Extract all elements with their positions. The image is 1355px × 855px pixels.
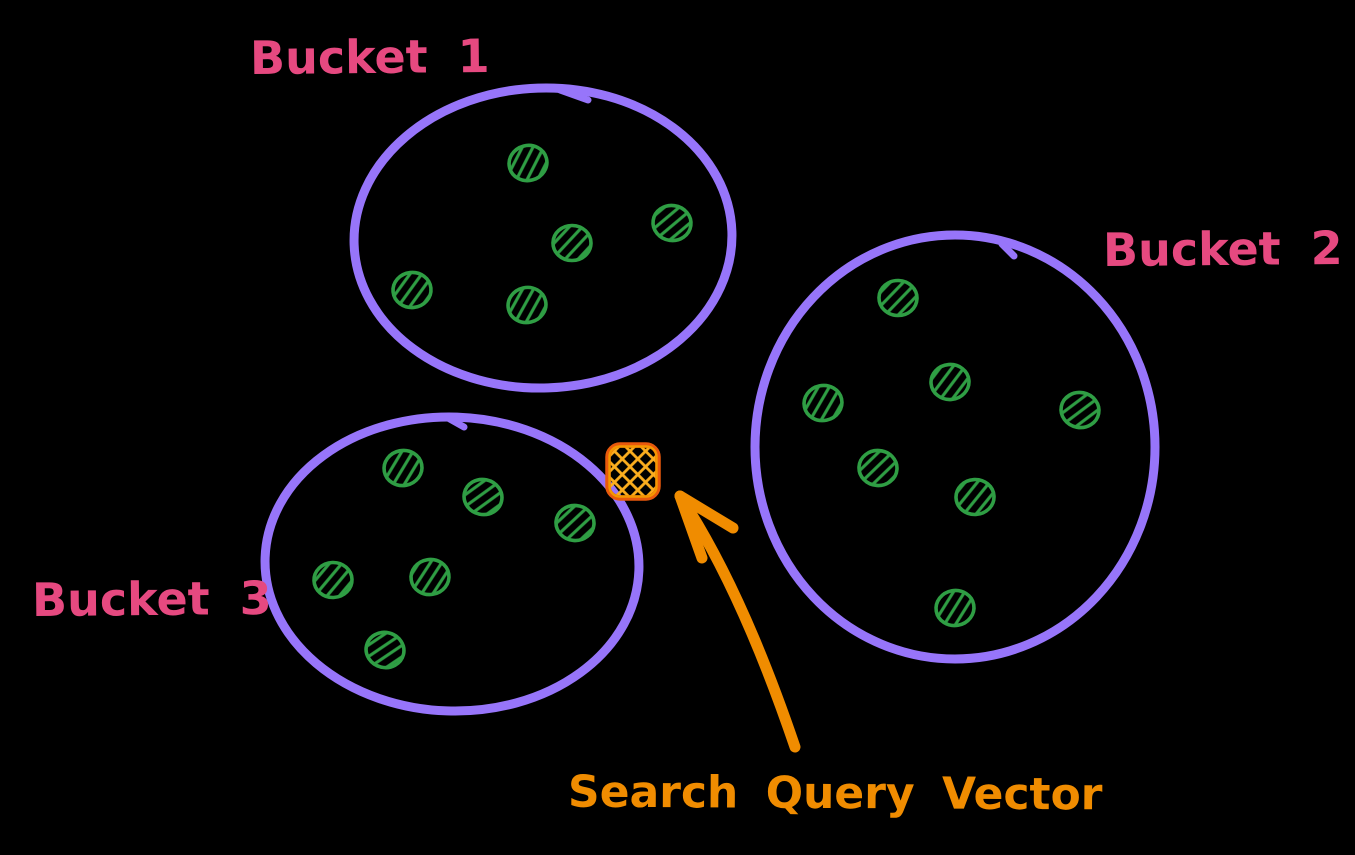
bucket-3-stroke-notch bbox=[444, 414, 468, 431]
bucket-1-vector-dot bbox=[391, 270, 433, 310]
bucket-2-vector-dot bbox=[934, 588, 976, 628]
bucket-1-vector-dot bbox=[551, 223, 593, 263]
query-arrow-shaft bbox=[674, 490, 801, 753]
bucket-3-label: Bucket 3 bbox=[31, 570, 272, 628]
bucket-3-outline bbox=[260, 412, 644, 716]
bucket-1-vector-dot bbox=[506, 285, 548, 325]
bucket-2-vector-dot bbox=[802, 383, 844, 423]
bucket-2-vector-dot bbox=[1059, 390, 1101, 430]
bucket-3-vector-dot bbox=[364, 630, 406, 670]
bucket-2-vector-dot bbox=[954, 477, 996, 517]
bucket-2-vector-dot bbox=[857, 448, 899, 488]
bucket-3-vector-dot bbox=[462, 477, 504, 517]
query-square-highlight bbox=[608, 445, 658, 498]
bucket-3-vector-dot bbox=[382, 448, 424, 488]
bucket-1-stroke-notch bbox=[556, 86, 592, 104]
search-query-vector-label: Search Query Vector bbox=[567, 766, 1103, 821]
bucket-2-vector-dot bbox=[877, 278, 919, 318]
bucket-3-vector-dot bbox=[409, 557, 451, 597]
query-square bbox=[605, 442, 661, 501]
bucket-1-outline bbox=[349, 83, 737, 393]
bucket-1-label: Bucket 1 bbox=[249, 28, 490, 86]
bucket-3-vector-dot bbox=[312, 560, 354, 600]
bucket-2-stroke-notch bbox=[998, 240, 1018, 260]
bucket-3-vector-dot bbox=[554, 503, 596, 543]
query-arrow-head bbox=[674, 490, 739, 564]
bucket-2-outline bbox=[750, 230, 1160, 664]
bucket-2-vector-dot bbox=[929, 362, 971, 402]
bucket-2-label: Bucket 2 bbox=[1102, 220, 1343, 278]
bucket-1-vector-dot bbox=[507, 143, 549, 183]
bucket-1-vector-dot bbox=[651, 203, 693, 243]
